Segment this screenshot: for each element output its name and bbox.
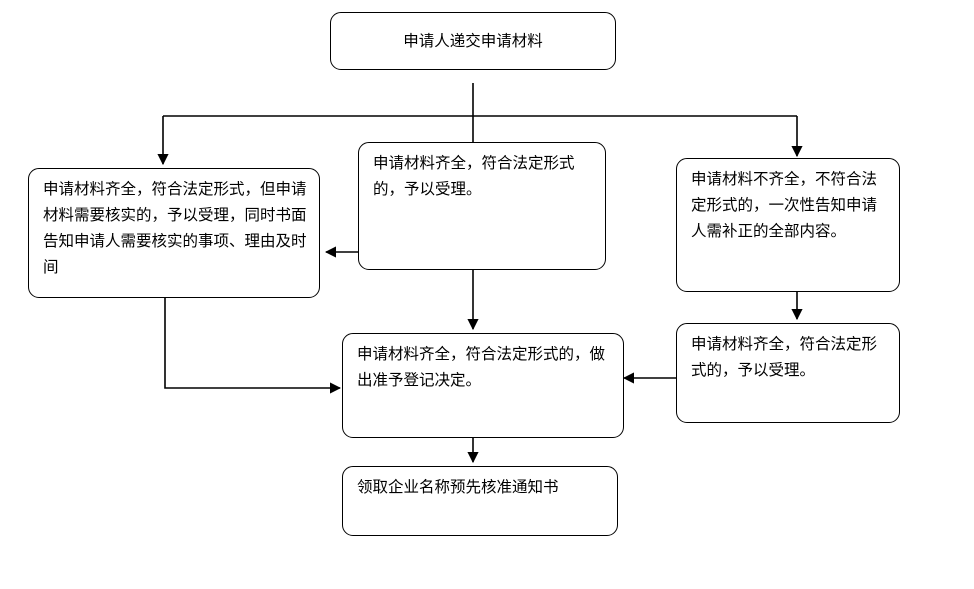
node-submit[interactable]: 申请人递交申请材料 [330, 12, 616, 70]
node-approve-label: 申请材料齐全，符合法定形式的，做出准予登记决定。 [357, 345, 606, 389]
node-accept-label: 申请材料齐全，符合法定形式的，予以受理。 [373, 154, 575, 198]
node-submit-label: 申请人递交申请材料 [403, 32, 543, 50]
node-verify-needed-label: 申请材料齐全，符合法定形式，但申请材料需要核实的，予以受理，同时书面告知申请人需… [43, 180, 307, 276]
node-incomplete-label: 申请材料不齐全，不符合法定形式的，一次性告知申请人需补正的全部内容。 [691, 170, 878, 240]
node-receive-notice-label: 领取企业名称预先核准通知书 [357, 478, 559, 496]
node-accept-after-fix-label: 申请材料齐全，符合法定形式的，予以受理。 [691, 335, 878, 379]
node-approve[interactable]: 申请材料齐全，符合法定形式的，做出准予登记决定。 [342, 333, 624, 438]
node-incomplete[interactable]: 申请材料不齐全，不符合法定形式的，一次性告知申请人需补正的全部内容。 [676, 158, 900, 292]
node-accept[interactable]: 申请材料齐全，符合法定形式的，予以受理。 [358, 142, 606, 270]
edge-verify-needed-to-approve [164, 298, 342, 394]
node-verify-needed[interactable]: 申请材料齐全，符合法定形式，但申请材料需要核实的，予以受理，同时书面告知申请人需… [28, 168, 320, 298]
node-receive-notice[interactable]: 领取企业名称预先核准通知书 [342, 466, 618, 536]
node-accept-after-fix[interactable]: 申请材料齐全，符合法定形式的，予以受理。 [676, 323, 900, 423]
